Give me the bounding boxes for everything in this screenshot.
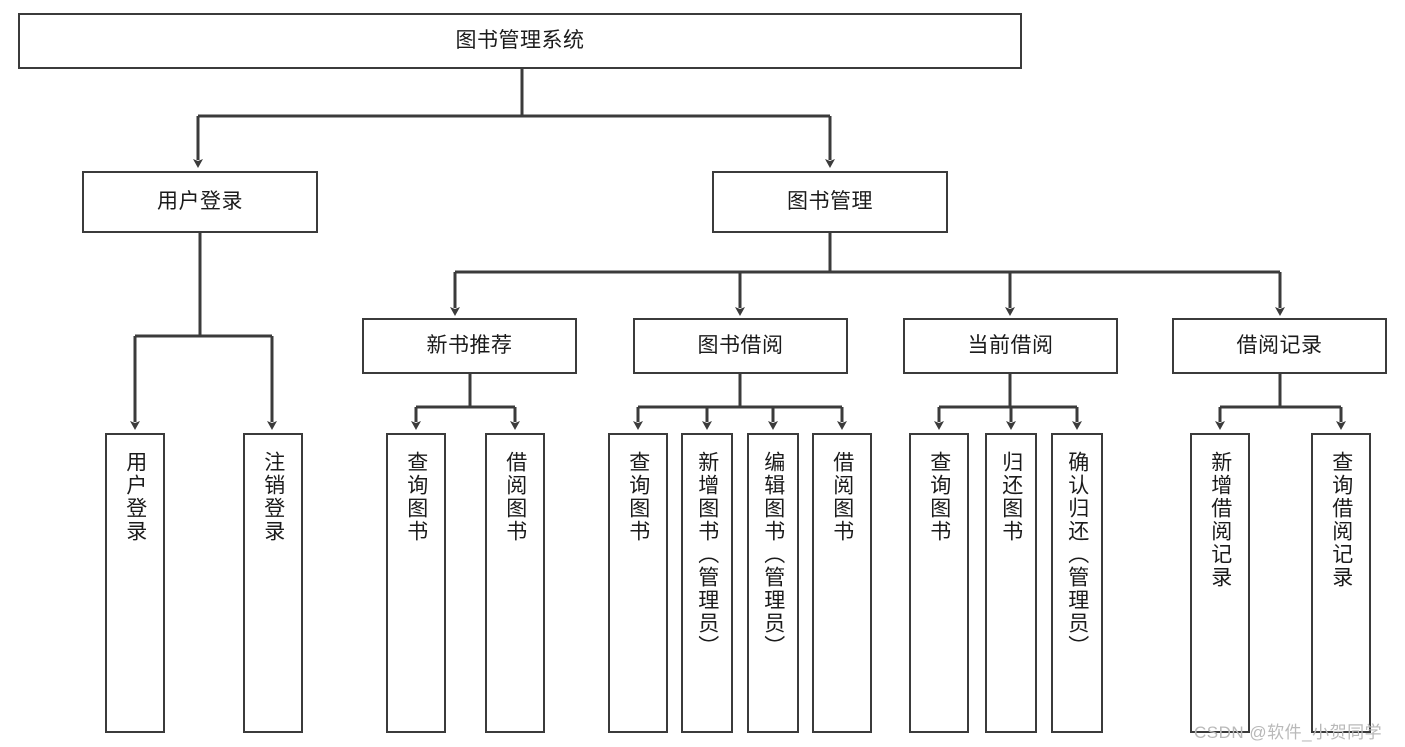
node-book-borrowing[interactable]: 图书借阅 [633, 318, 848, 374]
node-new-book-recommendation[interactable]: 新书推荐 [362, 318, 577, 374]
node-new-book-recommendation-label: 新书推荐 [426, 333, 513, 357]
leaf-borrow-book-recommend-label: 借阅图书 [503, 451, 527, 543]
leaf-return-book-label: 归还图书 [999, 451, 1023, 543]
leaf-logout-label: 注销登录 [261, 451, 285, 543]
leaf-borrow-book-recommend[interactable]: 借阅图书 [485, 433, 545, 733]
leaf-user-login[interactable]: 用户登录 [105, 433, 165, 733]
leaf-add-book-admin-label: 新增图书（管理员） [695, 451, 719, 658]
leaf-query-book-borrowing-label: 查询图书 [626, 451, 650, 543]
node-borrow-records[interactable]: 借阅记录 [1172, 318, 1387, 374]
node-book-management[interactable]: 图书管理 [712, 171, 948, 233]
leaf-logout[interactable]: 注销登录 [243, 433, 303, 733]
leaf-confirm-return-admin[interactable]: 确认归还（管理员） [1051, 433, 1103, 733]
leaf-add-book-admin[interactable]: 新增图书（管理员） [681, 433, 733, 733]
leaf-borrow-book-label: 借阅图书 [830, 451, 854, 543]
node-book-borrowing-label: 图书借阅 [697, 333, 784, 357]
node-current-borrowing-label: 当前借阅 [967, 333, 1054, 357]
leaf-edit-book-admin[interactable]: 编辑图书（管理员） [747, 433, 799, 733]
leaf-return-book[interactable]: 归还图书 [985, 433, 1037, 733]
node-borrow-records-label: 借阅记录 [1236, 333, 1323, 357]
leaf-add-borrow-record[interactable]: 新增借阅记录 [1190, 433, 1250, 733]
leaf-query-book-borrowing[interactable]: 查询图书 [608, 433, 668, 733]
leaf-query-book-current-label: 查询图书 [927, 451, 951, 543]
watermark: CSDN @软件_小贺同学 [1194, 723, 1383, 742]
leaf-query-book-current[interactable]: 查询图书 [909, 433, 969, 733]
leaf-borrow-book[interactable]: 借阅图书 [812, 433, 872, 733]
leaf-query-book-recommend[interactable]: 查询图书 [386, 433, 446, 733]
leaf-query-book-recommend-label: 查询图书 [404, 451, 428, 543]
leaf-add-borrow-record-label: 新增借阅记录 [1208, 451, 1232, 589]
leaf-user-login-label: 用户登录 [123, 451, 147, 543]
leaf-confirm-return-admin-label: 确认归还（管理员） [1065, 451, 1089, 658]
node-book-management-label: 图书管理 [787, 189, 873, 213]
leaf-edit-book-admin-label: 编辑图书（管理员） [761, 451, 785, 658]
leaf-query-borrow-record-label: 查询借阅记录 [1329, 451, 1353, 589]
leaf-query-borrow-record[interactable]: 查询借阅记录 [1311, 433, 1371, 733]
node-user-login[interactable]: 用户登录 [82, 171, 318, 233]
node-current-borrowing[interactable]: 当前借阅 [903, 318, 1118, 374]
node-root-label: 图书管理系统 [455, 28, 585, 52]
node-user-login-label: 用户登录 [157, 189, 243, 213]
node-root[interactable]: 图书管理系统 [18, 13, 1022, 69]
